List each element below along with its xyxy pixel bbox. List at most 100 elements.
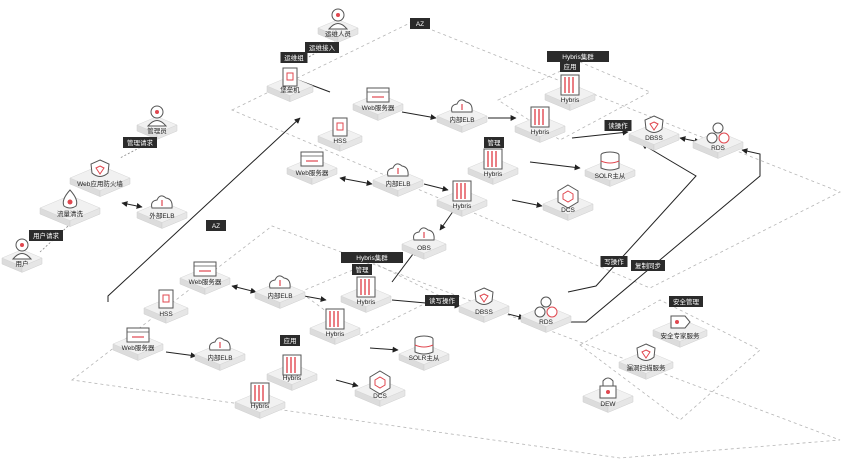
node-label: Web服务器 [296,168,329,177]
node-solr-top: SOLR主从 [584,151,636,187]
tag-label: Hybris集群 [356,253,388,262]
node-waf: Web应用防火墙 [69,159,131,197]
tag-security-mgmt: 安全管理 [669,296,703,307]
node-label: RDS [711,145,725,152]
node-label: Web服务器 [189,277,222,286]
node-int-elb-top-1: 内部ELB [436,99,488,133]
node-ext-elb: 外部ELB [136,195,188,229]
node-sec-expert: 安全专家服务 [652,315,708,348]
rack-icon [560,74,580,96]
node-label: DBSS [475,309,493,316]
node-admin: 管理员 [136,105,178,140]
node-hss-bot: HSS [143,289,189,324]
node-dbss-top: DBSS [628,115,680,151]
node-label: 安全专家服务 [661,331,701,340]
node-int-elb-bot-2: 内部ELB [194,337,246,371]
node-rds-bot: RDS [520,296,572,333]
circles-icon [706,122,730,144]
tag-rw-op: 读写操作 [425,295,459,306]
az-top-outline [231,21,841,289]
server-icon [366,87,390,103]
node-obs: OBS [401,227,447,260]
tag-app-top: 应用 [560,61,580,72]
tag-icon [670,315,691,329]
tag-az-top: AZ [410,18,430,29]
cloud-icon [151,195,173,209]
node-hybris-bot-app: Hybris [266,354,318,391]
tag-label: Hybris集群 [562,52,594,61]
node-int-elb-bot-1: 内部ELB [254,275,306,309]
node-label: Hybris [531,129,550,136]
tag-az-bottom: AZ [206,220,226,231]
doc-icon [282,67,298,87]
db-icon [600,151,620,171]
edge-hybris-bot-dcs [335,379,359,388]
node-label: HSS [333,138,347,145]
node-label: OBS [417,245,431,252]
node-hybris-bot-mgmt-2: Hybris [309,308,361,345]
lock-icon [599,377,617,399]
node-hybris-top-app: Hybris [544,74,596,111]
cloud-icon [451,99,473,113]
node-ops-person: 运维人员 [317,8,359,43]
tags-layer: AZAZ运维接入运维组管理请求用户请求Hybris集群应用管理读操作写操作复制同… [29,18,703,346]
node-solr-bot: SOLR主从 [398,335,450,371]
node-label: RDS [539,319,553,326]
shield-icon [636,343,656,361]
node-label: 流量清洗 [57,209,84,218]
tag-label: 读写操作 [429,296,456,305]
node-label: 运维人员 [325,29,352,38]
tag-label: 用户请求 [33,231,60,240]
node-label: 漏洞扫描服务 [627,363,667,372]
node-label: Web服务器 [362,103,395,112]
edge-hybris-solr [529,161,581,171]
node-hybris-top-app-2: Hybris [514,106,566,143]
az-bottom-outline [71,225,841,459]
node-label: 管理员 [147,126,167,135]
node-label: DBSS [645,135,663,142]
shield-icon [90,159,110,177]
node-label: DCS [561,207,575,214]
zones [71,21,841,459]
node-hybris-bot-mgmt: Hybris [340,276,392,313]
hybris-cluster-top-outline [497,61,651,141]
security-zone-outline [579,299,761,421]
person-icon [11,238,33,260]
node-ddos: 流量清洗 [39,189,101,227]
rack-icon [452,180,472,202]
node-int-elb-top-2: 内部ELB [372,163,424,197]
rack-icon [483,148,503,170]
cloud-icon [387,163,409,177]
node-hybris-top-mgmt-2: Hybris [436,180,488,217]
edge-hybris-bot-solr [369,346,399,353]
node-label: Hybris [326,331,345,338]
tag-manage-bottom: 管理 [352,264,372,275]
node-label: 内部ELB [449,115,474,124]
node-label: Hybris [251,403,270,410]
node-hss-top: HSS [317,117,363,152]
node-label: DCS [373,393,387,400]
node-web-bot-1: Web服务器 [179,261,231,295]
edge-web-to-intelb [401,111,437,121]
node-label: 外部ELB [149,211,174,220]
node-label: HSS [159,311,173,318]
server-icon [126,327,150,343]
tag-label: 应用 [284,336,297,345]
cloud-icon [209,337,231,351]
node-label: 内部ELB [207,353,232,362]
db-icon [414,335,434,355]
node-label: Hybris [283,375,302,382]
rack-icon [325,308,345,330]
shield-icon [644,115,664,133]
node-label: Hybris [357,299,376,306]
edge-elb-bot-hybris [303,295,327,302]
tag-label: 管理请求 [127,138,154,147]
tag-manage-top: 管理 [484,137,504,148]
node-hybris-bot-app-2: Hybris [234,382,286,419]
edge-intelb2-to-hybris [423,183,449,192]
node-label: 堡垒机 [280,85,300,94]
edge-web2-bot-elb2 [165,351,197,359]
node-bastion: 堡垒机 [266,67,314,103]
